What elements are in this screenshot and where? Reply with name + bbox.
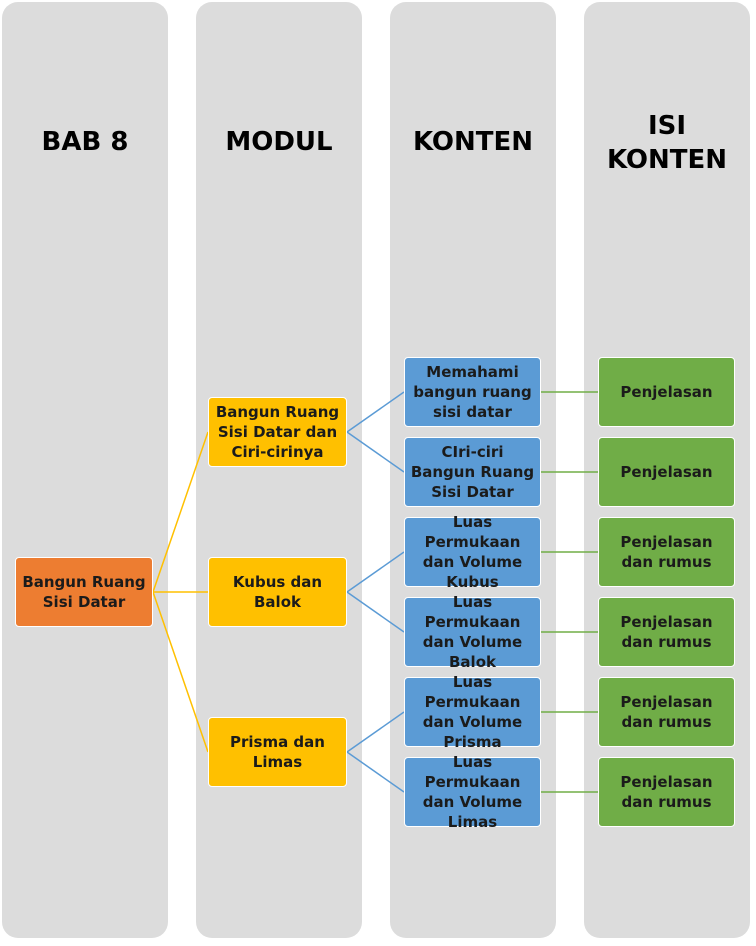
connector-modul-1-konten-1 (346, 391, 405, 433)
column-bab: BAB 8 (2, 2, 168, 938)
konten-node-1: Memahami bangun ruang sisi datar (404, 357, 541, 427)
connector-modul-1-konten-2 (346, 431, 405, 473)
header-isi-konten: KONTEN (606, 145, 728, 175)
konten-node-3: Luas Permukaan dan Volume Kubus (404, 513, 541, 591)
konten-node-5: Luas Permukaan dan Volume Prisma (404, 673, 541, 751)
header-modul: MODUL (225, 127, 333, 157)
konten-node-label: Luas Permukaan dan Volume Kubus (422, 513, 523, 591)
header-bab: BAB 8 (41, 127, 129, 157)
isi-node-label: Penjelasan dan rumus (620, 773, 713, 811)
konten-node-4: Luas Permukaan dan Volume Balok (404, 593, 541, 671)
modul-node-1: Bangun Ruang Sisi Datar dan Ciri-cirinya (208, 397, 347, 467)
konten-node-label: Memahami bangun ruang sisi datar (413, 363, 532, 421)
konten-node-label: CIri-ciri Bangun Ruang Sisi Datar (410, 443, 535, 501)
header-konten: KONTEN (412, 127, 534, 157)
connector-modul-2-konten-3 (346, 551, 405, 593)
connector-modul-3-konten-5 (346, 711, 405, 753)
header-isi: ISI (647, 111, 687, 141)
isi-node-label: Penjelasan (620, 383, 713, 401)
root-node: Bangun Ruang Sisi Datar (15, 557, 153, 627)
konten-node-2: CIri-ciri Bangun Ruang Sisi Datar (404, 437, 541, 507)
konten-node-label: Luas Permukaan dan Volume Balok (422, 593, 523, 671)
modul-node-label: Bangun Ruang Sisi Datar dan Ciri-cirinya (215, 403, 340, 461)
isi-node-label: Penjelasan (620, 463, 713, 481)
modul-node-label: Prisma dan Limas (230, 733, 325, 771)
modul-node-label: Kubus dan Balok (232, 573, 323, 611)
konten-node-label: Luas Permukaan dan Volume Prisma (422, 673, 523, 751)
isi-node-label: Penjelasan dan rumus (620, 533, 713, 571)
isi-node-label: Penjelasan dan rumus (620, 613, 713, 651)
isi-node-6: Penjelasan dan rumus (598, 757, 735, 827)
isi-node-label: Penjelasan dan rumus (620, 693, 713, 731)
isi-node-2: Penjelasan (598, 437, 735, 507)
konten-node-6: Luas Permukaan dan Volume Limas (404, 753, 541, 831)
modul-node-2: Kubus dan Balok (208, 557, 347, 627)
connector-root-modul-3 (152, 591, 209, 753)
connector-root-modul-1 (152, 431, 209, 593)
modul-node-3: Prisma dan Limas (208, 717, 347, 787)
isi-node-3: Penjelasan dan rumus (598, 517, 735, 587)
konten-node-label: Luas Permukaan dan Volume Limas (422, 753, 523, 831)
root-node-label: Bangun Ruang Sisi Datar (22, 573, 146, 611)
connector-modul-3-konten-6 (346, 751, 405, 793)
connector-modul-2-konten-4 (346, 591, 405, 633)
isi-node-4: Penjelasan dan rumus (598, 597, 735, 667)
isi-node-5: Penjelasan dan rumus (598, 677, 735, 747)
isi-node-1: Penjelasan (598, 357, 735, 427)
